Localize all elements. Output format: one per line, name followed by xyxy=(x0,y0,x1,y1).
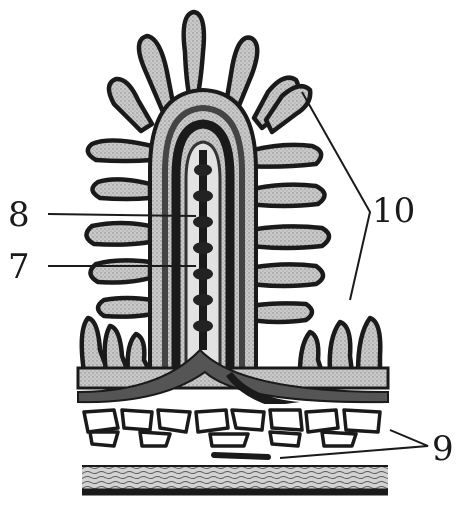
villus xyxy=(98,298,152,317)
villus xyxy=(250,303,312,322)
villus xyxy=(184,12,204,100)
villus xyxy=(88,140,152,161)
villus xyxy=(250,226,329,248)
villus xyxy=(90,260,150,282)
villus xyxy=(139,36,174,112)
villus xyxy=(109,79,152,131)
fold-body xyxy=(150,90,256,376)
villus xyxy=(248,185,325,206)
small-vessel xyxy=(214,455,268,457)
villus xyxy=(105,326,128,372)
villus xyxy=(128,334,150,372)
label-9: 9 xyxy=(432,429,454,469)
villus xyxy=(250,264,323,286)
villus xyxy=(86,223,150,245)
villus xyxy=(358,318,380,372)
wall-layers xyxy=(78,350,388,492)
label-8: 8 xyxy=(8,195,30,235)
villus xyxy=(92,179,150,199)
villus xyxy=(330,322,352,372)
label-7: 7 xyxy=(8,247,30,287)
label-10: 10 xyxy=(372,191,415,231)
villus xyxy=(300,332,322,372)
